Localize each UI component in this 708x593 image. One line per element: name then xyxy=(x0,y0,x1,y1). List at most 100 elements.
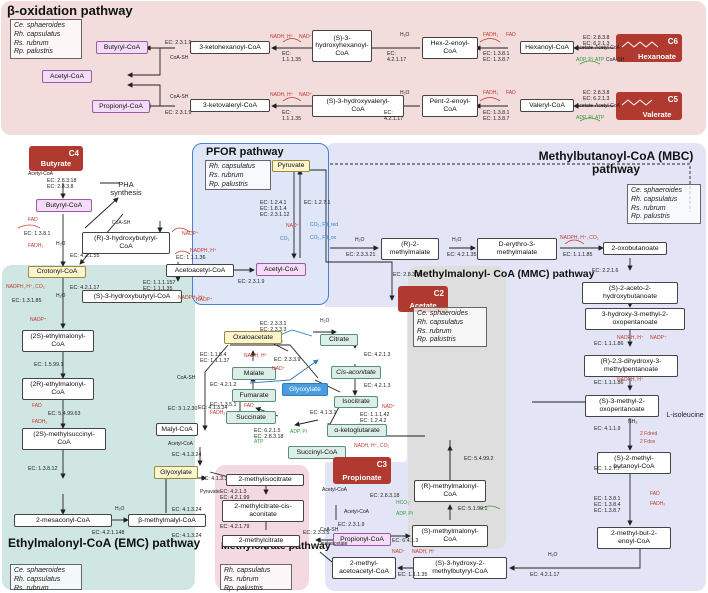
methylbutenoylcoa-node[interactable]: 2-methyl-but-2- enoyl-CoA xyxy=(597,527,671,549)
succinylcoa-node[interactable]: Succinyl-CoA xyxy=(288,446,346,459)
ec-t7: EC: 1.3.5.1 xyxy=(210,402,237,408)
cof-pyruvate-tca: Pyruvate xyxy=(200,489,220,495)
ec-c6: EC: 1.3.8.1 EC: 1.3.8.4 EC: 1.3.8.7 xyxy=(594,496,621,515)
butyrate-box[interactable]: C4 Butyrate xyxy=(29,146,83,171)
s3methyloxopentanoate-node[interactable]: (S)-3-methyl-2- oxopentanoate xyxy=(585,395,659,417)
hexanoate-box[interactable]: C6 Hexanoate xyxy=(616,34,682,62)
rmethylmalonylcoa-node[interactable]: (R)-methylmalonyl- CoA xyxy=(414,480,486,502)
dihydroxymethylpentanoate-node[interactable]: (R)-2,3-dihydroxy-3- methylpentanoate xyxy=(584,355,678,377)
beta-oxidation-title: β-oxidation pathway xyxy=(7,3,133,18)
cof-nad-tca: NAD⁺ xyxy=(272,366,286,372)
cof-acetate-b2: Acetate xyxy=(576,103,593,109)
cof-h2o-coash-tca: H₂O xyxy=(320,318,330,324)
propionylcoa-node[interactable]: Propionyl-CoA xyxy=(333,533,391,546)
s3hydroxybutyrylcoa-node[interactable]: (S)-3-hydroxybutyryl-CoA xyxy=(82,290,182,303)
malylcoa-node[interactable]: Malyl-CoA xyxy=(156,423,198,436)
methylisocitrate-node[interactable]: 2-methylisocitrate xyxy=(226,474,304,486)
oxaloacetate-node[interactable]: Oxaloacetate xyxy=(224,331,282,344)
derythromethylmalate-node[interactable]: D-erythro-3- methylmalate xyxy=(477,238,557,260)
ec-c7: EC: 4.2.1.17 xyxy=(530,572,560,578)
mesaconylcoa-node[interactable]: 2-mesaconyl-CoA xyxy=(14,514,112,527)
crotonylcoa-node[interactable]: Crotonyl-CoA xyxy=(28,266,86,278)
succinate-node[interactable]: Succinate xyxy=(226,411,276,424)
s2ethylmalonylcoa-node[interactable]: (2S)-ethylmalonyl- CoA xyxy=(22,330,94,352)
r2methylmalate-node[interactable]: (R)-2- methylmalate xyxy=(381,238,439,260)
methylcitrate-node[interactable]: 2-methylcitrate xyxy=(222,535,300,547)
cof-nadh-co2-tca: NADH, H⁺, CO₂ xyxy=(354,443,390,449)
valerate-box[interactable]: C5 Valerate xyxy=(616,92,682,120)
cof-fadh2-tca: FADH₂ xyxy=(210,410,226,416)
cof-fadh2-b: FADH₂ xyxy=(483,32,499,38)
acetylcoa-node[interactable]: Acetyl-CoA xyxy=(256,263,306,276)
acetohydroxybutanoate-node[interactable]: (S)-2-aceto-2- hydroxybutanoate xyxy=(582,282,678,304)
ec-e12: EC: 4.2.1.148 xyxy=(92,530,125,536)
cof-coash-b3: CoA-SH xyxy=(170,94,189,100)
glyoxylate-node[interactable]: Glyoxylate xyxy=(154,466,198,479)
ec-b10: EC: 2.8.3.8 EC: 6.2.1.3 xyxy=(583,90,610,103)
ec-e5: EC: 4.2.1.17 xyxy=(70,285,100,291)
s3hydroxy2methylbutyrylcoa-node[interactable]: (S)-3-hydroxy-2- methylbutyryl-CoA xyxy=(413,557,507,579)
hydroxyhexanoylcoa-node[interactable]: (S)-3- hydroxyhexanoyl- CoA xyxy=(312,30,372,62)
cof-atp-b2: ATP xyxy=(595,115,605,121)
citrate-node[interactable]: Citrate xyxy=(320,334,358,346)
pentenoylcoa-node[interactable]: Pent-2-enoyl- CoA xyxy=(422,95,478,117)
fumarate-node[interactable]: Fumarate xyxy=(232,389,276,402)
ec-t8: EC: 4.1.3.1 xyxy=(310,410,337,416)
methylcisaconitate-node[interactable]: 2-methylcitrate-cis- aconitate xyxy=(222,500,304,522)
ec-e6: EC: 1.1.1.157 EC: 1.1.1.35 xyxy=(143,280,176,293)
ec-e9: EC: 1.5.99.1 xyxy=(34,362,64,368)
oxobutanoate-node[interactable]: 2-oxobutanoate xyxy=(603,242,667,255)
r3hydroxybutyrylcoa-node[interactable]: (R)-3-hydroxybutyryl- CoA xyxy=(82,232,170,254)
ec-t1: EC: 2.3.3.1 EC: 2.3.3.3 xyxy=(260,321,287,334)
ec-b7: EC: 1.1.1.35 xyxy=(282,110,302,123)
ec-t12: EC: 4.1.3.34 xyxy=(198,405,228,411)
ec-m1: EC: 4.2.1.3 EC: 4.2.1.99 xyxy=(220,489,250,502)
propionylcoa-top-node[interactable]: Propionyl-CoA xyxy=(92,100,150,113)
ec-b5: EC: 2.8.3.8 EC: 6.2.1.3 xyxy=(583,35,610,48)
cof-atp-b: ATP xyxy=(595,57,605,63)
butyrylcoa-top-node[interactable]: Butyryl-CoA xyxy=(96,41,148,54)
malate-node[interactable]: Malate xyxy=(232,367,276,380)
cof-nad-tca2: NAD⁺ xyxy=(382,404,396,410)
mmc-title: Methylmalonyl- CoA (MMC) pathway xyxy=(414,268,595,280)
ketohexanoylcoa-node[interactable]: 3-ketohexanoyl-CoA xyxy=(190,41,270,54)
pyruvate-node[interactable]: Pyruvate xyxy=(272,160,310,172)
hydroxymethyloxopentanoate-node[interactable]: 3-hydroxy-3-methyl-2- oxopentanoate xyxy=(585,308,685,330)
acetoacetylcoa-node[interactable]: Acetoacetyl-CoA xyxy=(166,264,234,277)
acetate-carbon-count: C2 xyxy=(433,289,444,298)
valerate-label: Valerate xyxy=(642,109,672,119)
s2methylsuccinylcoa-node[interactable]: (2S)-methylsuccinyl- CoA xyxy=(22,428,106,450)
cof-fadh2-emc: FADH₂ xyxy=(28,243,44,249)
valerylcoa-node[interactable]: Valeryl-CoA xyxy=(520,99,574,112)
ketovalerylcoa-node[interactable]: 3-ketovaleryl-CoA xyxy=(190,99,270,112)
hexenoylcoa-node[interactable]: Hex-2-enoyl- CoA xyxy=(422,37,478,59)
cof-nadph-emc2: NADPH, H⁺ xyxy=(178,295,205,301)
hexanoylcoa-node[interactable]: Hexanoyl-CoA xyxy=(520,41,574,54)
r2ethylmalonylcoa-node[interactable]: (2R)-ethylmalonyl- CoA xyxy=(22,378,94,400)
cisaconitate-node[interactable]: Cis-aconitate xyxy=(331,366,381,379)
butyrylcoa-node[interactable]: Butyryl-CoA xyxy=(36,199,92,212)
s2methylbutanoylcoa-node[interactable]: (S)-2-methyl- butanoyl-CoA xyxy=(597,452,671,474)
cof-atp-tca: ATP xyxy=(254,439,264,445)
bmethylmalylcoa-node[interactable]: β-methylmalyl-CoA xyxy=(128,514,206,527)
ec-b1: EC: 2.3.1.9 xyxy=(165,40,192,46)
cof-fad-emc: FAD xyxy=(28,217,38,223)
glyoxylate-center-node[interactable]: Glyoxylate xyxy=(282,383,328,396)
isoleucine-label: L-isoleucine xyxy=(666,412,704,419)
cof-acetylcoa-emc: Acetyl-CoA xyxy=(28,171,54,177)
ec-p7: EC: 2.8.3.18 xyxy=(393,272,423,278)
ec-t5: EC: 4.2.1.3 xyxy=(364,383,391,389)
methylacetoacetylcoa-node[interactable]: 2-methyl- acetoacetyl-CoA xyxy=(332,557,396,579)
smethylmalonylcoa-node[interactable]: (S)-methylmalonyl- CoA xyxy=(412,525,488,547)
ec-t6: EC: 4.2.1.2 xyxy=(210,382,237,388)
ec-e3: EC: 4.2.1.55 xyxy=(70,253,100,259)
cof-fad-tca: FAD xyxy=(244,403,254,409)
ec-e14: EC: 4.1.3.24 xyxy=(172,507,202,513)
propionate-box[interactable]: C3 Propionate xyxy=(333,457,391,484)
cof-coash-nad-p: NAD⁺ xyxy=(286,223,300,229)
acetylcoa-top-node[interactable]: Acetyl-CoA xyxy=(42,70,92,83)
akg-node[interactable]: α-ketoglutarate xyxy=(327,424,387,437)
hydroxyvalerylcoa-node[interactable]: (S)-3-hydroxyvaleryl- CoA xyxy=(312,95,404,117)
isocitrate-node[interactable]: Isocitrate xyxy=(334,396,378,408)
cof-fad-b2: FAD xyxy=(506,90,516,96)
